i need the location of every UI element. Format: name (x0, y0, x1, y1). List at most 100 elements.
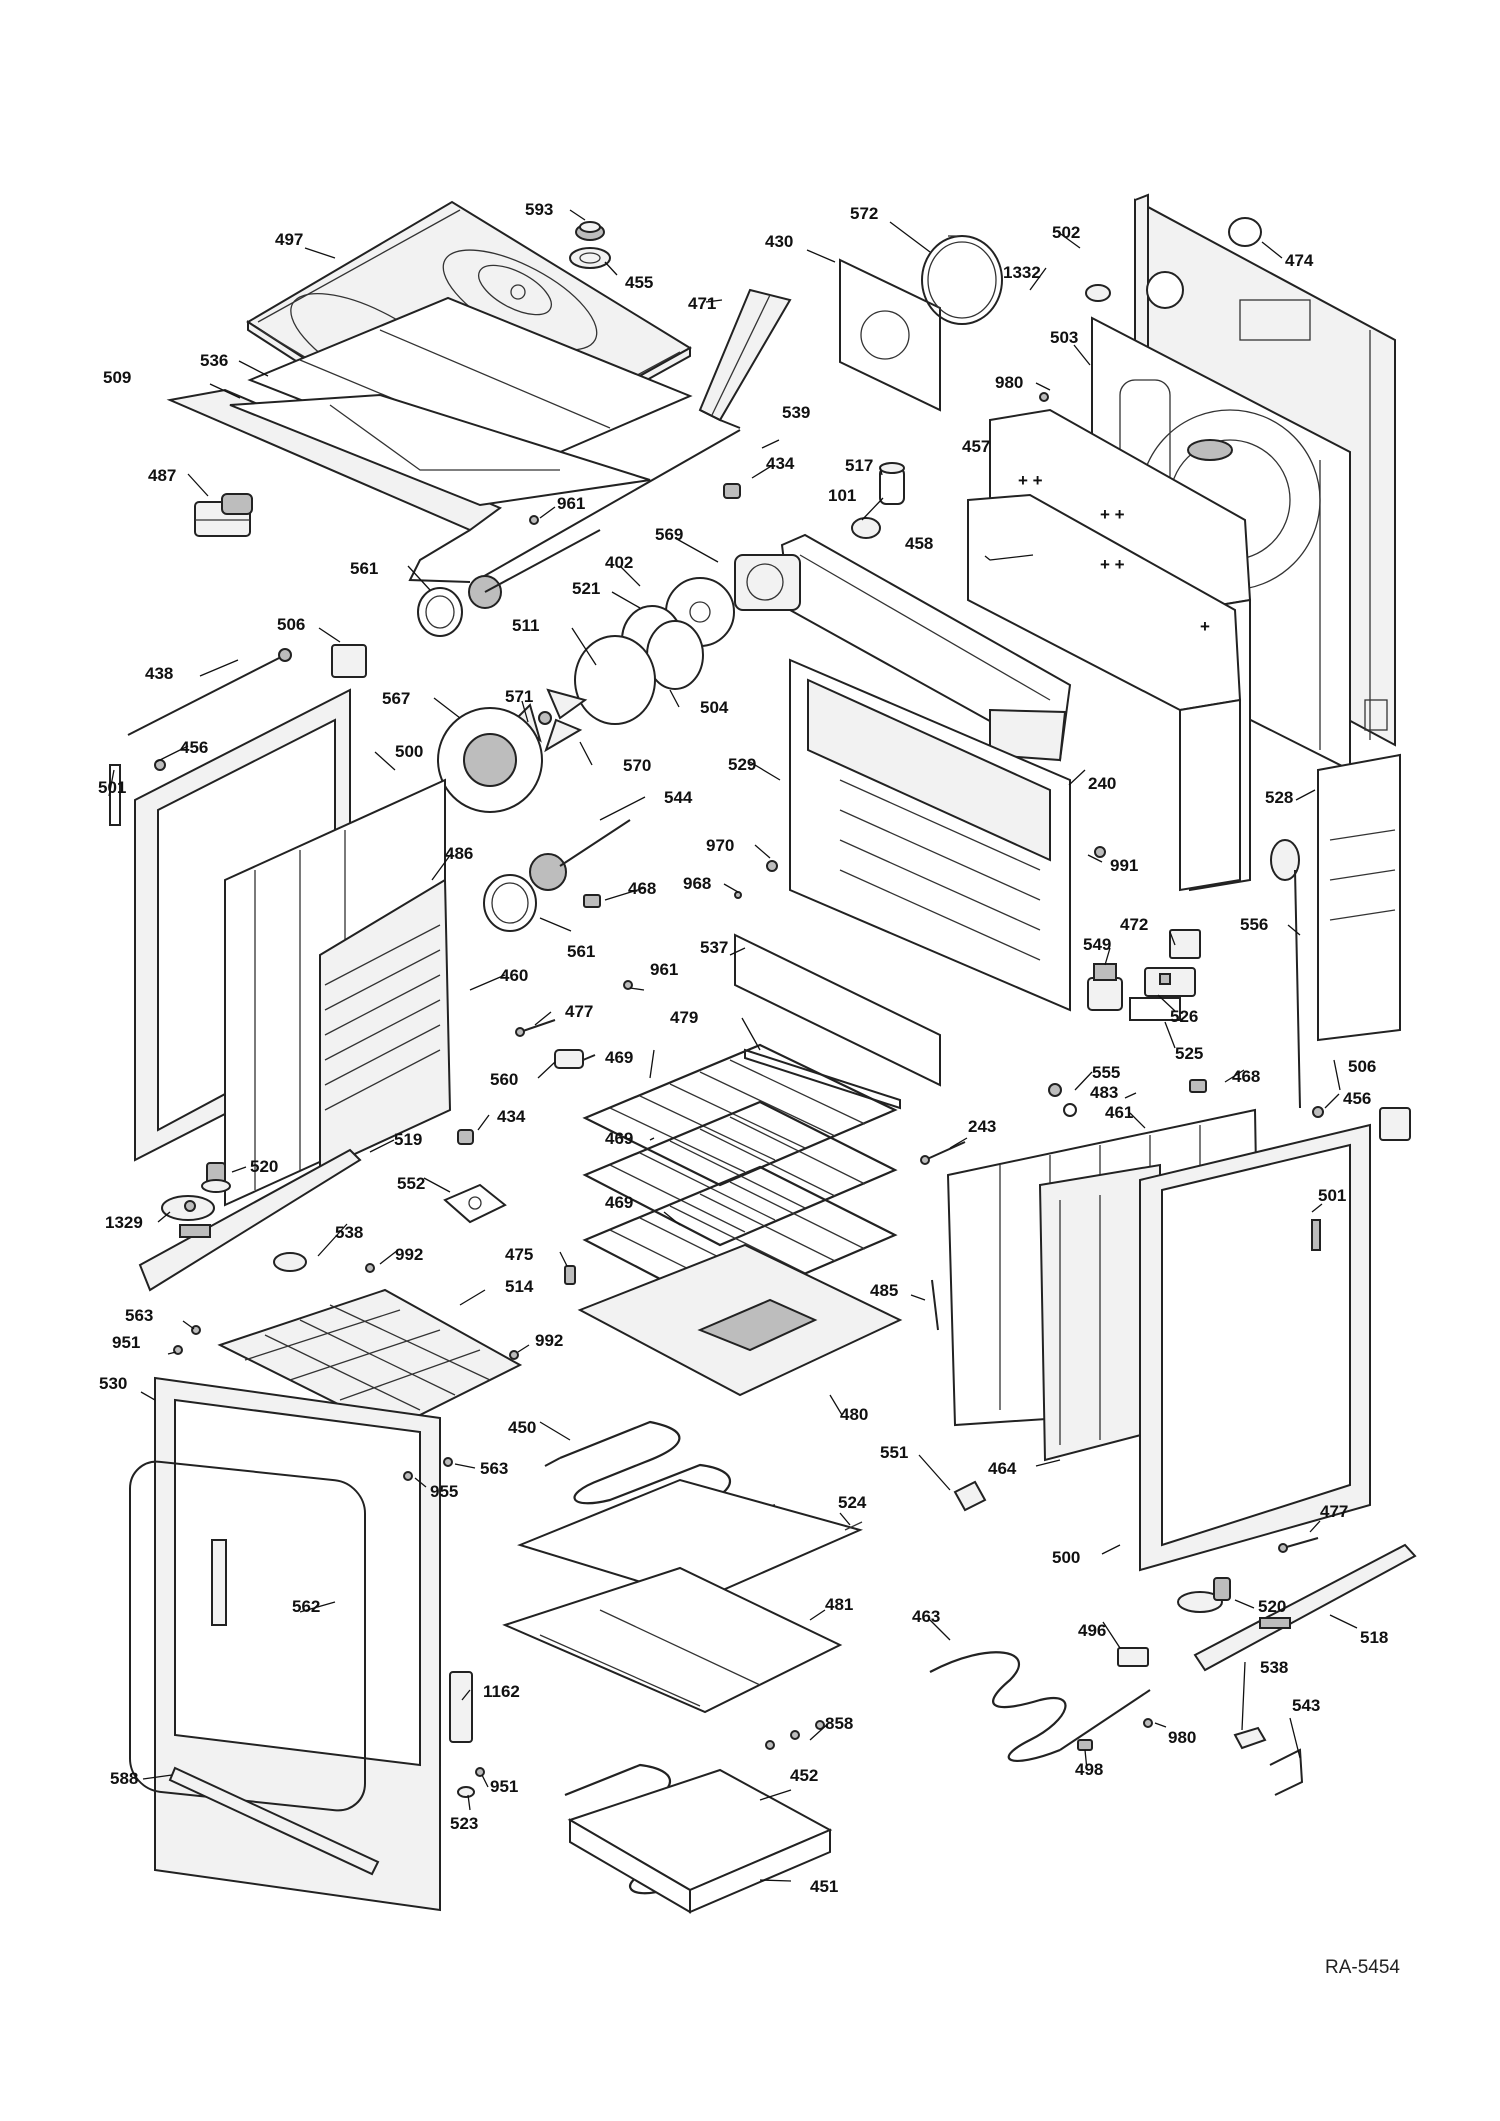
callout-544: 544 (664, 788, 693, 807)
svg-text:+ +: + + (1100, 555, 1125, 574)
side-panel-528 (1317, 753, 1401, 1042)
callout-487: 487 (148, 466, 176, 485)
callout-569: 569 (655, 525, 683, 544)
callout-500-right: 500 (1052, 1548, 1080, 1567)
callout-530: 530 (99, 1374, 127, 1393)
rack-support-460 (319, 878, 452, 1172)
callout-1162: 1162 (483, 1682, 520, 1701)
clip-434-top (723, 483, 741, 499)
element-572 (921, 235, 1003, 325)
callout-538-right: 538 (1260, 1658, 1288, 1677)
callout-858: 858 (825, 1714, 853, 1733)
callout-463: 463 (912, 1607, 940, 1626)
part-496 (1117, 1647, 1149, 1667)
callout-506-right: 506 (1348, 1057, 1376, 1076)
hinge-520-left (201, 1162, 231, 1193)
callout-563-a: 563 (125, 1306, 153, 1325)
callout-951-a: 951 (112, 1333, 140, 1352)
insulation-458: + + + (967, 493, 1242, 892)
callout-951-b: 951 (490, 1777, 518, 1796)
trim-588 (168, 1766, 380, 1876)
fan-motor-569 (734, 554, 801, 611)
sensor-438 (127, 648, 292, 736)
screw-991 (1094, 846, 1106, 858)
sensor-556 (1270, 839, 1301, 1109)
part-551 (953, 1480, 987, 1512)
callout-460: 460 (500, 966, 528, 985)
knob-593 (575, 221, 605, 241)
callout-961-mid: 961 (650, 960, 678, 979)
bracket-543 (1269, 1748, 1304, 1796)
svg-text:+ +: + + (1018, 471, 1043, 490)
callout-402: 402 (605, 553, 633, 572)
callout-588: 588 (110, 1769, 138, 1788)
broil-pan-480 (577, 1243, 903, 1397)
capacitor-517 (879, 462, 905, 505)
callout-472: 472 (1120, 915, 1148, 934)
callout-243: 243 (968, 1117, 996, 1136)
callout-961-top: 961 (557, 494, 585, 513)
switch-549 (1087, 963, 1123, 1011)
callout-526: 526 (1170, 1007, 1198, 1026)
screw-955 (403, 1471, 413, 1481)
plate-430 (839, 258, 941, 412)
motor-top-561a (417, 587, 463, 637)
rack-469-b (582, 1100, 898, 1247)
callout-520-left: 520 (250, 1157, 278, 1176)
part-498 (1077, 1739, 1093, 1751)
screw-980-bottom (1143, 1718, 1153, 1728)
callout-567: 567 (382, 689, 410, 708)
screw-961-mid (623, 980, 633, 990)
callout-571: 571 (505, 687, 533, 706)
side-panel-501-right (1311, 1219, 1321, 1251)
callout-514: 514 (505, 1277, 534, 1296)
callout-572: 572 (850, 204, 878, 223)
callout-563-b: 563 (480, 1459, 508, 1478)
clip-523 (457, 1786, 475, 1798)
callout-555: 555 (1092, 1063, 1120, 1082)
callout-452: 452 (790, 1766, 818, 1785)
fan-assembly-544 (529, 819, 631, 891)
screw-968 (734, 891, 742, 899)
part-483 (1063, 1103, 1077, 1117)
callout-518: 518 (1360, 1628, 1388, 1647)
callout-483: 483 (1090, 1083, 1118, 1102)
gasket-474 (1228, 217, 1262, 247)
callout-525: 525 (1175, 1044, 1203, 1063)
callout-474: 474 (1285, 251, 1314, 270)
callout-101: 101 (828, 486, 856, 505)
part-1332 (1085, 284, 1111, 302)
trim-479 (744, 1048, 901, 1110)
callout-469-mid: 469 (605, 1129, 633, 1148)
bottom-panel-481 (502, 1566, 843, 1714)
callout-523: 523 (450, 1814, 478, 1833)
hinge-rail-518 (1193, 1543, 1417, 1672)
drawing-code-label: RA-5454 (1325, 1957, 1400, 1978)
callout-537: 537 (700, 938, 728, 957)
callout-991: 991 (1110, 856, 1138, 875)
shroud-567 (437, 707, 543, 813)
callout-468-left: 468 (628, 879, 656, 898)
callout-434-mid: 434 (497, 1107, 526, 1126)
callout-240: 240 (1088, 774, 1116, 793)
plate-552 (443, 1183, 507, 1224)
block-506-right (1379, 1107, 1411, 1141)
motor-ring-561b (483, 874, 537, 932)
callout-501-right: 501 (1318, 1186, 1346, 1205)
callout-464: 464 (988, 1459, 1017, 1478)
callout-980-top: 980 (995, 373, 1023, 392)
callout-980-bottom: 980 (1168, 1728, 1196, 1747)
callout-538-left: 538 (335, 1223, 363, 1242)
callout-992-a: 992 (395, 1245, 423, 1264)
svg-text:+: + (1200, 617, 1210, 636)
clip-434-mid (457, 1129, 474, 1145)
callout-1329: 1329 (105, 1213, 143, 1232)
part-485 (931, 1279, 939, 1331)
callout-501-left: 501 (98, 778, 126, 797)
part-243 (920, 1141, 966, 1165)
callout-521: 521 (572, 579, 600, 598)
callout-486: 486 (445, 844, 473, 863)
callout-506-left: 506 (277, 615, 305, 634)
screw-970 (766, 860, 778, 872)
part-560 (554, 1049, 596, 1069)
